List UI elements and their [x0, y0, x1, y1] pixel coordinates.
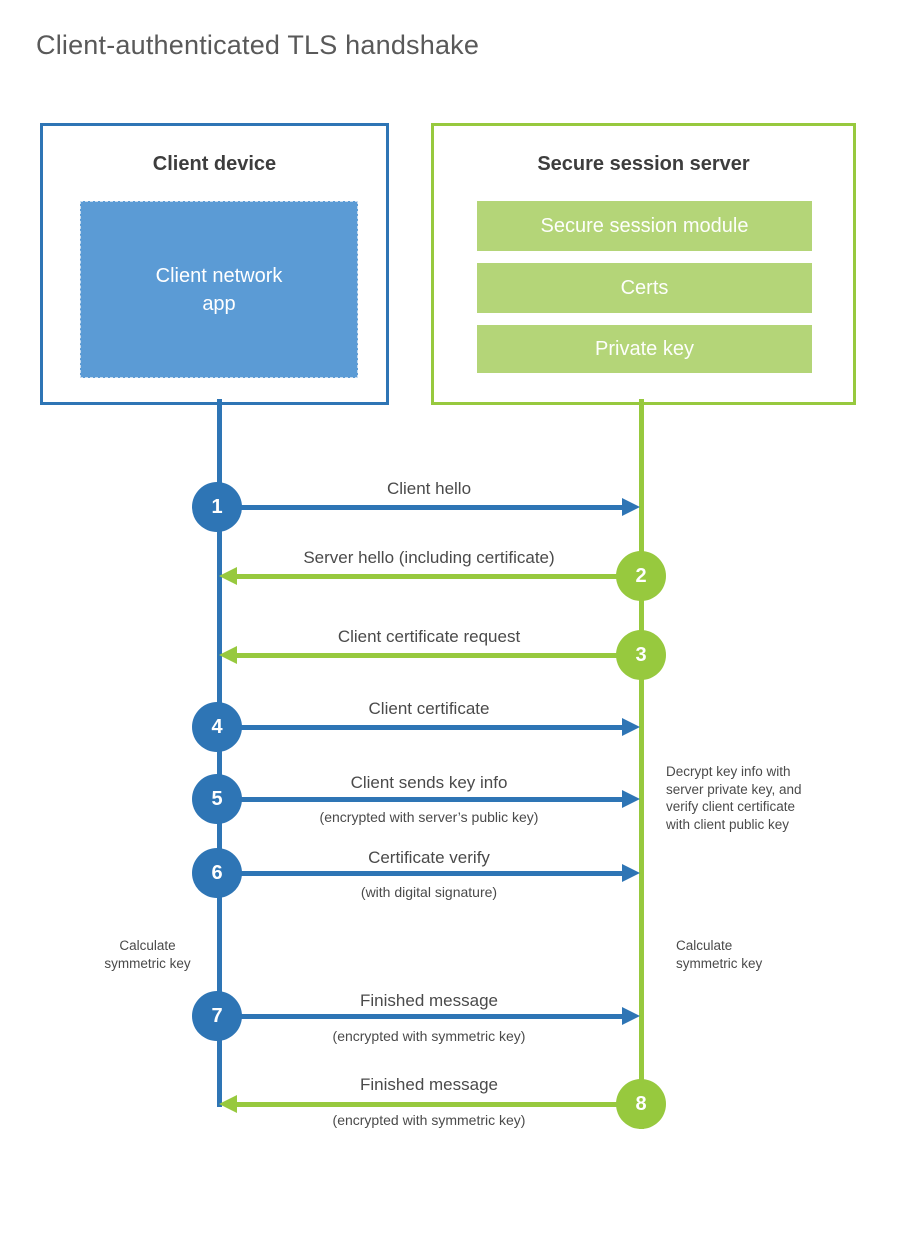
step-5-sublabel: (encrypted with server’s public key) — [319, 809, 539, 825]
step-8-circle: 8 — [616, 1079, 666, 1129]
module-bar-secure-session-module: Secure session module — [477, 201, 812, 251]
client-device-box: Client device Client network app — [40, 123, 389, 405]
step-6-sublabel: (with digital signature) — [360, 884, 498, 900]
module-bar-private-key: Private key — [477, 325, 812, 373]
module-bar-certs: Certs — [477, 263, 812, 313]
step-1-circle: 1 — [192, 482, 242, 532]
step-3-arrow — [237, 653, 642, 658]
step-4-arrow — [219, 725, 622, 730]
server-lifeline — [639, 399, 644, 1129]
client-lifeline — [217, 399, 222, 1107]
step-3-label: Client certificate request — [337, 627, 521, 646]
step-2-circle: 2 — [616, 551, 666, 601]
client-device-header: Client device — [152, 153, 277, 175]
step-8-arrowhead-icon — [219, 1095, 237, 1113]
step-1-arrow — [219, 505, 622, 510]
diagram-title: Client-authenticated TLS handshake — [36, 30, 480, 60]
server-header: Secure session server — [537, 153, 750, 175]
note-decrypt: Decrypt key info with server private key… — [666, 764, 802, 832]
step-7-sublabel: (encrypted with symmetric key) — [332, 1028, 526, 1044]
step-7-circle: 7 — [192, 991, 242, 1041]
step-5-arrow — [219, 797, 622, 802]
note-calc-right: Calculate symmetric key — [676, 938, 763, 971]
step-1-arrowhead-icon — [622, 498, 640, 516]
step-3-arrowhead-icon — [219, 646, 237, 664]
step-7-arrowhead-icon — [622, 1007, 640, 1025]
step-4-label: Client certificate — [368, 699, 490, 718]
step-4-circle: 4 — [192, 702, 242, 752]
step-8-label: Finished message — [360, 1075, 498, 1094]
step-4-arrowhead-icon — [622, 718, 640, 736]
client-network-app-label: Client network app — [155, 264, 283, 315]
step-5-circle: 5 — [192, 774, 242, 824]
step-6-arrow — [219, 871, 622, 876]
step-3-circle: 3 — [616, 630, 666, 680]
step-5-arrowhead-icon — [622, 790, 640, 808]
step-2-arrowhead-icon — [219, 567, 237, 585]
step-7-arrow — [219, 1014, 622, 1019]
step-6-circle: 6 — [192, 848, 242, 898]
step-1-label: Client hello — [386, 479, 472, 498]
step-2-label: Server hello (including certificate) — [303, 548, 555, 567]
client-network-app-box: Client network app — [80, 201, 358, 378]
step-6-arrowhead-icon — [622, 864, 640, 882]
step-6-label: Certificate verify — [368, 848, 490, 867]
step-8-sublabel: (encrypted with symmetric key) — [332, 1112, 526, 1128]
note-calc-left: Calculate symmetric key — [104, 938, 191, 971]
step-5-label: Client sends key info — [350, 773, 508, 792]
server-box: Secure session server Secure session mod… — [431, 123, 856, 405]
step-7-label: Finished message — [360, 991, 498, 1010]
step-2-arrow — [237, 574, 642, 579]
step-8-arrow — [237, 1102, 642, 1107]
